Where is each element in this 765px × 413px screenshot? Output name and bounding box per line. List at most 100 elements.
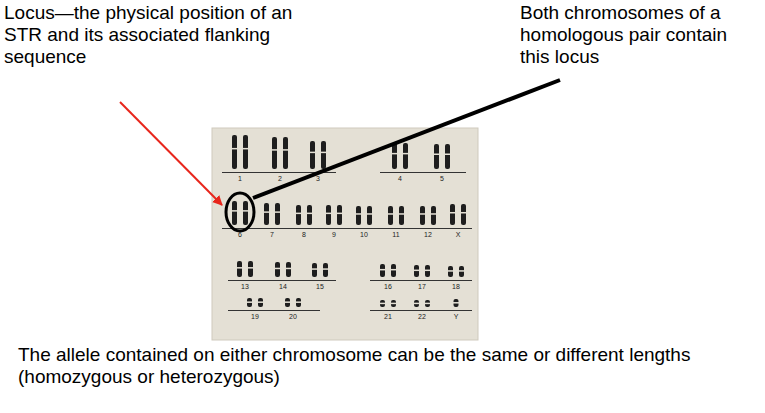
chromosome [275,203,281,225]
chromosome-number: 20 [283,313,303,321]
chromosome-number: 15 [310,283,330,291]
chromosome [425,265,431,277]
chromosome [326,205,332,225]
callout-text-slot: Both chromosomes of a homologous pair co… [520,2,760,68]
chromosome [392,143,398,169]
chromosome [388,206,394,225]
group-underline [228,310,320,311]
chromosome [431,206,437,225]
chromosome [356,206,362,225]
chromosome [243,135,249,169]
chromosome-number-slot: Y [446,313,466,321]
chromosome-number-slot: 3 [308,175,328,183]
chromosome [420,206,426,225]
chromosome [247,298,253,307]
chromosome [272,137,278,169]
chromosome-number-slot: 6 [230,231,250,239]
chromosome-number-slot: 5 [432,175,452,183]
chromosome-number: 5 [432,175,452,183]
callout-text: Locus—the physical position of an STR an… [4,2,304,68]
chromosome [425,300,431,307]
chromosome-number-slot: 17 [412,283,432,291]
chromosome [337,205,343,225]
chromosome-number: 3 [308,175,328,183]
chromosome-number: 18 [446,283,466,291]
chromosome [391,300,397,307]
chromosome-number: 16 [378,283,398,291]
chromosome-number-slot: 10 [354,231,374,239]
chromosome-number-slot: 19 [245,313,265,321]
callout-text-slot: Locus—the physical position of an STR an… [4,2,304,68]
group-underline [370,280,472,281]
chromosome [310,141,316,169]
chromosome [296,205,302,225]
chromosome-number-slot: 9 [324,231,344,239]
chromosome [307,205,313,225]
chromosome [243,201,249,225]
chromosome [232,201,238,225]
chromosome-number: Y [446,313,466,321]
locus-circle [226,193,254,231]
chromosome [264,203,270,225]
chromosome [414,265,420,277]
chromosome [248,261,254,277]
chromosome-number: 7 [262,231,282,239]
chromosome-number: 13 [235,283,255,291]
chromosome-number: 22 [412,313,432,321]
chromosome [321,141,327,169]
chromosome-number: 12 [418,231,438,239]
chromosome-number-slot: 12 [418,231,438,239]
karyotype-card [212,128,478,340]
chromosome [285,298,291,307]
chromosome [403,143,409,169]
chromosome-number-slot: 18 [446,283,466,291]
chromosome [380,264,386,277]
chromosome-number-slot: 1 [230,175,250,183]
chromosome-number: 6 [230,231,250,239]
chromosome-number: 2 [270,175,290,183]
chromosome [323,263,329,277]
chromosome [434,144,440,169]
chromosome [275,262,281,277]
group-underline [370,310,472,311]
chromosome-number: 9 [324,231,344,239]
chromosome [258,298,264,307]
group-underline [228,280,336,281]
chromosome-number-slot: 21 [378,313,398,321]
chromosome [296,298,302,307]
chromosome-number: 1 [230,175,250,183]
chromosome [459,266,465,277]
chromosome [450,204,456,225]
locus-pointer [120,102,222,205]
chromosome [232,135,238,169]
chromosome-number: 10 [354,231,374,239]
callout-text: Both chromosomes of a homologous pair co… [520,2,760,68]
chromosome-number-slot: 11 [386,231,406,239]
note-text: The allele contained on either chromosom… [18,344,758,388]
chromosome-number: 19 [245,313,265,321]
chromosome-number-slot: 20 [283,313,303,321]
chromosome [453,299,459,307]
chromosome-number-slot: 13 [235,283,255,291]
chromosome-number-slot: 14 [273,283,293,291]
note-text-slot: The allele contained on either chromosom… [18,344,758,388]
chromosome-number: 11 [386,231,406,239]
chromosome [283,137,289,169]
chromosome-number-slot: 4 [390,175,410,183]
chromosome-number: 4 [390,175,410,183]
chromosome-number-slot: 7 [262,231,282,239]
chromosome [391,264,397,277]
chromosome [445,144,451,169]
chromosome-number-slot: 2 [270,175,290,183]
chromosome [237,261,243,277]
chromosome-number-slot: 22 [412,313,432,321]
chromosome-number-slot: X [448,231,468,239]
chromosome-number: X [448,231,468,239]
chromosome [448,266,454,277]
chromosome-number-slot: 15 [310,283,330,291]
chromosome-number-slot: 16 [378,283,398,291]
group-underline [222,228,472,229]
chromosome [312,263,318,277]
chromosome-number: 14 [273,283,293,291]
chromosome-number: 17 [412,283,432,291]
